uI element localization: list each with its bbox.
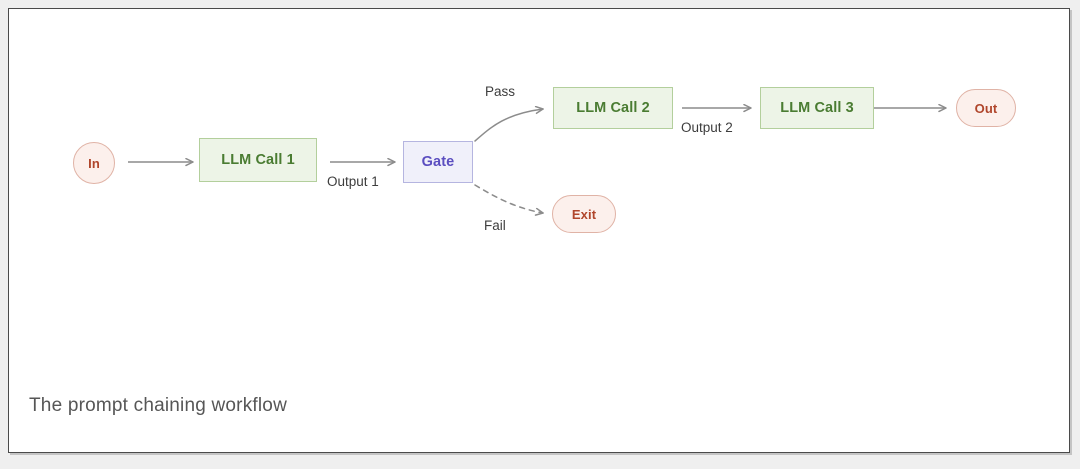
node-exit-label: Exit — [571, 206, 597, 222]
edge-layer — [128, 9, 1071, 454]
node-llm-call-3[interactable]: LLM Call 3 — [760, 87, 874, 129]
edge-gate-to-call2-pass — [474, 109, 544, 142]
node-gate[interactable]: Gate — [403, 141, 473, 183]
node-llm-call-1-label: LLM Call 1 — [221, 152, 295, 168]
edge-gate-to-exit-fail — [474, 184, 544, 213]
node-llm-call-1[interactable]: LLM Call 1 — [199, 138, 317, 182]
diagram-canvas: In LLM Call 1 Gate LLM Call 2 LLM Call 3… — [9, 9, 1069, 452]
node-llm-call-2-label: LLM Call 2 — [576, 100, 650, 116]
diagram-card: In LLM Call 1 Gate LLM Call 2 LLM Call 3… — [8, 8, 1070, 453]
edge-label-fail: Fail — [484, 218, 506, 233]
edge-label-output-1: Output 1 — [327, 174, 379, 189]
node-llm-call-2[interactable]: LLM Call 2 — [553, 87, 673, 129]
node-out-label: Out — [974, 100, 998, 116]
node-llm-call-3-label: LLM Call 3 — [780, 100, 854, 116]
node-out[interactable]: Out — [956, 89, 1016, 127]
diagram-caption: The prompt chaining workflow — [29, 395, 287, 416]
edge-label-output-2: Output 2 — [681, 120, 733, 135]
edge-label-pass: Pass — [485, 84, 516, 99]
node-in-label: In — [88, 155, 100, 171]
node-in[interactable]: In — [73, 142, 115, 184]
node-exit[interactable]: Exit — [552, 195, 616, 233]
node-gate-label: Gate — [421, 154, 455, 170]
